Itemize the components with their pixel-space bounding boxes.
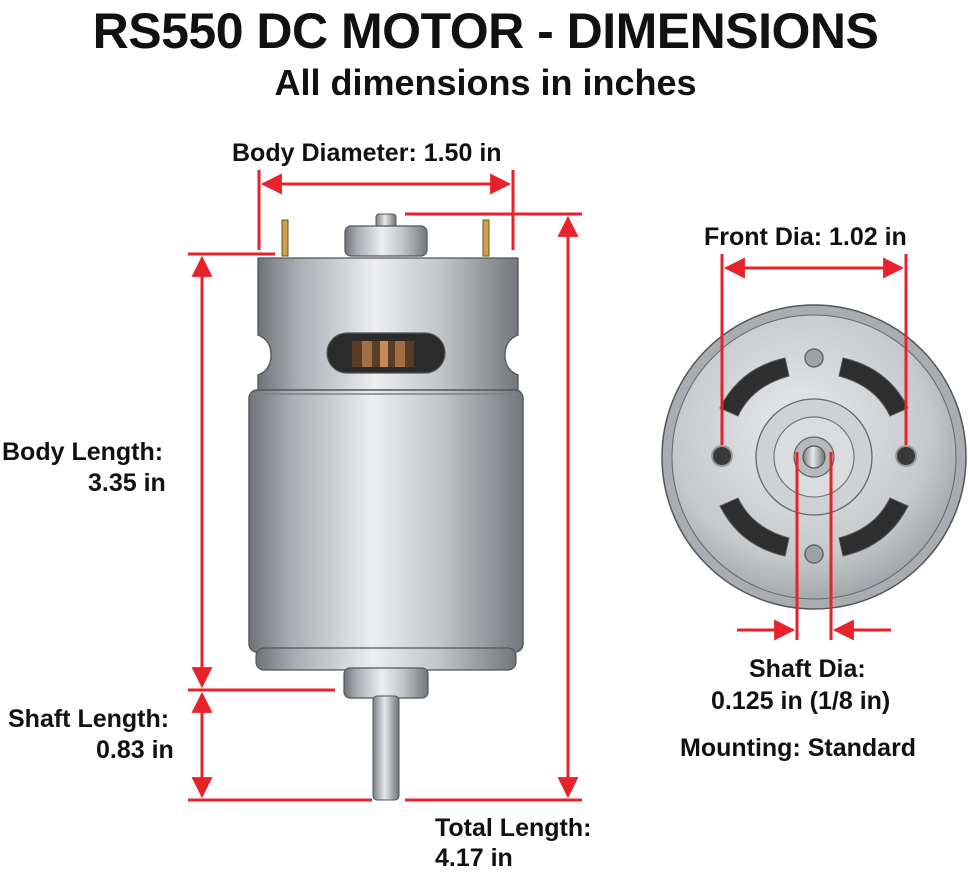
screw-bottom [804,544,824,564]
front-shaft [802,445,826,469]
total-length-value: 4.17 in [435,844,513,872]
motor-front-view [661,304,967,610]
motor-side-view [248,213,524,801]
body-length-label: Body Length: [2,438,164,466]
shaft-length-label: Shaft Length: [8,705,170,733]
terminal-right [482,219,490,257]
front-bearing-boss [343,667,429,699]
motor-shaft [372,695,400,801]
front-dia-label: Front Dia: 1.02 in [704,223,907,251]
diagram-title: RS550 DC MOTOR - DIMENSIONS [92,3,879,59]
screw-top [804,348,824,368]
motor-can [248,389,524,653]
front-dimensions [720,254,908,641]
rear-bearing-boss [344,225,428,257]
shaft-dia-label: Shaft Dia: [749,655,866,683]
mount-hole-left [711,445,733,467]
shaft-dia-value: 0.125 in (1/8 in) [711,687,891,715]
side-dimensions [188,170,582,802]
body-diameter-label: Body Diameter: 1.50 in [232,139,502,167]
diagram-subtitle: All dimensions in inches [274,62,697,103]
shaft-length-value: 0.83 in [96,736,174,764]
front-end-cap [255,647,517,671]
total-length-label: Total Length: [435,814,592,842]
body-length-value: 3.35 in [88,469,166,497]
terminal-left [281,219,289,257]
mounting-label: Mounting: Standard [680,734,917,762]
mount-hole-right [895,445,917,467]
